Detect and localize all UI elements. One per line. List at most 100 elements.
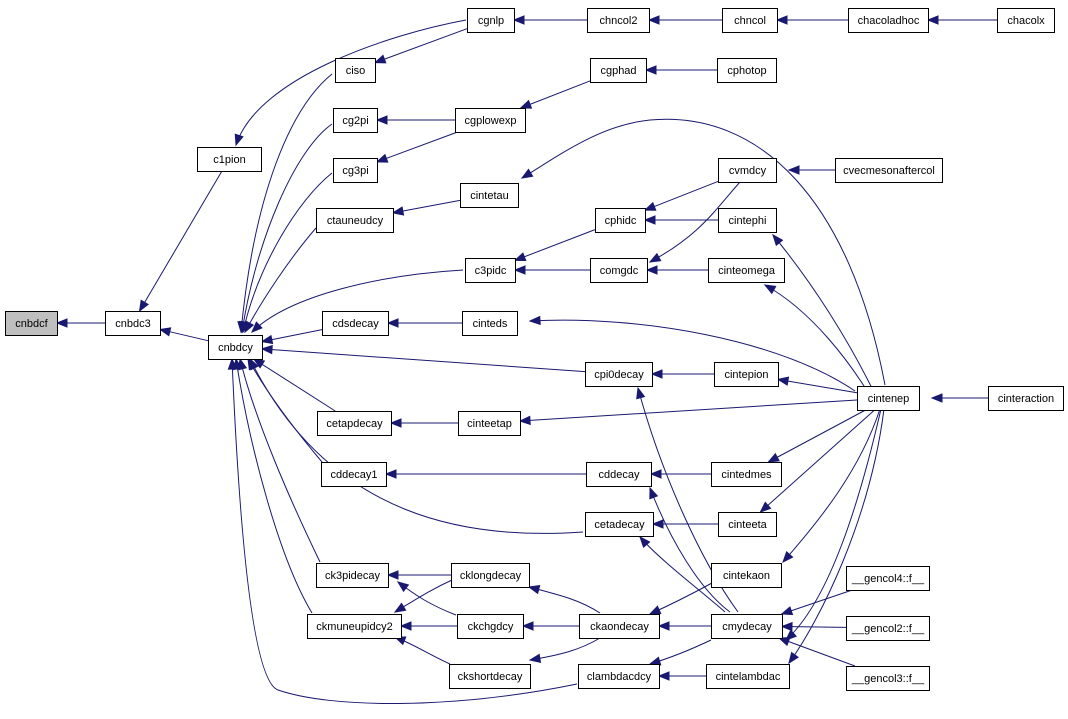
node-gencol3[interactable]: __gencol3::f__ bbox=[846, 666, 930, 691]
node-cnbdcf[interactable]: cnbdcf bbox=[5, 311, 58, 336]
node-ciso[interactable]: ciso bbox=[335, 58, 376, 83]
node-cg3pi[interactable]: cg3pi bbox=[333, 158, 378, 183]
node-ctauneudcy[interactable]: ctauneudcy bbox=[316, 208, 394, 233]
node-box[interactable] bbox=[449, 664, 531, 689]
node-cdsdecay[interactable]: cdsdecay bbox=[322, 311, 389, 336]
node-box[interactable] bbox=[455, 108, 526, 133]
node-box[interactable] bbox=[706, 664, 790, 689]
node-box[interactable] bbox=[714, 362, 779, 387]
node-box[interactable] bbox=[585, 362, 653, 387]
node-box[interactable] bbox=[458, 411, 521, 436]
node-box[interactable] bbox=[208, 335, 263, 360]
node-box[interactable] bbox=[708, 258, 785, 283]
node-ckaondecay[interactable]: ckaondecay bbox=[579, 614, 660, 639]
node-cgnlp[interactable]: cgnlp bbox=[467, 8, 515, 33]
node-box[interactable] bbox=[333, 108, 378, 133]
node-ckchgdcy[interactable]: ckchgdcy bbox=[457, 614, 524, 639]
node-box[interactable] bbox=[197, 147, 262, 172]
node-cg2pi[interactable]: cg2pi bbox=[333, 108, 378, 133]
node-box[interactable] bbox=[585, 512, 654, 537]
node-chacolx[interactable]: chacolx bbox=[997, 8, 1055, 33]
node-cddecay[interactable]: cddecay bbox=[586, 462, 652, 487]
node-cnbdc3[interactable]: cnbdc3 bbox=[105, 311, 161, 336]
node-cpi0decay[interactable]: cpi0decay bbox=[585, 362, 653, 387]
node-cintedmes[interactable]: cintedmes bbox=[711, 462, 782, 487]
node-box[interactable] bbox=[846, 666, 930, 691]
node-cddecay1[interactable]: cddecay1 bbox=[321, 462, 387, 487]
node-box[interactable] bbox=[586, 462, 652, 487]
node-c3pidc[interactable]: c3pidc bbox=[465, 258, 516, 283]
node-box[interactable] bbox=[316, 208, 394, 233]
node-box[interactable] bbox=[718, 208, 777, 233]
node-box[interactable] bbox=[322, 311, 389, 336]
node-chncol[interactable]: chncol bbox=[722, 8, 778, 33]
node-box[interactable] bbox=[718, 512, 777, 537]
node-cgphad[interactable]: cgphad bbox=[590, 58, 647, 83]
node-box[interactable] bbox=[316, 563, 389, 588]
node-cintenep[interactable]: cintenep bbox=[857, 386, 920, 411]
node-box[interactable] bbox=[587, 8, 650, 33]
node-box[interactable] bbox=[711, 462, 782, 487]
node-cetadecay[interactable]: cetadecay bbox=[585, 512, 654, 537]
node-c1pion[interactable]: c1pion bbox=[197, 147, 262, 172]
node-box[interactable] bbox=[457, 614, 524, 639]
node-cintekaon[interactable]: cintekaon bbox=[711, 563, 782, 588]
node-box[interactable] bbox=[595, 208, 646, 233]
node-box[interactable] bbox=[307, 614, 402, 639]
node-box[interactable] bbox=[105, 311, 161, 336]
node-cvecmesonaftercol[interactable]: cvecmesonaftercol bbox=[835, 158, 943, 183]
node-cintelambdac[interactable]: cintelambdac bbox=[706, 664, 790, 689]
node-box[interactable] bbox=[711, 563, 782, 588]
node-cinteeta[interactable]: cinteeta bbox=[718, 512, 777, 537]
node-box[interactable] bbox=[718, 158, 777, 183]
node-gencol4[interactable]: __gencol4::f__ bbox=[846, 566, 930, 591]
node-comgdc[interactable]: comgdc bbox=[590, 258, 648, 283]
node-cintetau[interactable]: cintetau bbox=[460, 183, 519, 208]
node-cphotop[interactable]: cphotop bbox=[717, 58, 777, 83]
node-box[interactable] bbox=[5, 311, 58, 336]
node-cklongdecay[interactable]: cklongdecay bbox=[451, 563, 530, 588]
node-box[interactable] bbox=[451, 563, 530, 588]
node-chncol2[interactable]: chncol2 bbox=[587, 8, 650, 33]
node-box[interactable] bbox=[846, 566, 930, 591]
node-box[interactable] bbox=[317, 411, 392, 436]
node-box[interactable] bbox=[988, 386, 1064, 411]
node-box[interactable] bbox=[835, 158, 943, 183]
node-chacoladhoc[interactable]: chacoladhoc bbox=[848, 8, 929, 33]
node-cphidc[interactable]: cphidc bbox=[595, 208, 646, 233]
node-clambdacdcy[interactable]: clambdacdcy bbox=[578, 664, 660, 689]
node-box[interactable] bbox=[462, 311, 518, 336]
node-ckmuneupidcy2[interactable]: ckmuneupidcy2 bbox=[307, 614, 402, 639]
node-cinteomega[interactable]: cinteomega bbox=[708, 258, 785, 283]
node-cinteds[interactable]: cinteds bbox=[462, 311, 518, 336]
node-box[interactable] bbox=[857, 386, 920, 411]
node-box[interactable] bbox=[997, 8, 1055, 33]
node-box[interactable] bbox=[467, 8, 515, 33]
node-box[interactable] bbox=[321, 462, 387, 487]
node-gencol2[interactable]: __gencol2::f__ bbox=[846, 616, 930, 641]
node-box[interactable] bbox=[846, 616, 930, 641]
node-box[interactable] bbox=[335, 58, 376, 83]
node-box[interactable] bbox=[717, 58, 777, 83]
node-box[interactable] bbox=[333, 158, 378, 183]
node-box[interactable] bbox=[460, 183, 519, 208]
node-ckshortdecay[interactable]: ckshortdecay bbox=[449, 664, 531, 689]
node-box[interactable] bbox=[848, 8, 929, 33]
node-box[interactable] bbox=[722, 8, 778, 33]
node-box[interactable] bbox=[711, 614, 783, 639]
node-box[interactable] bbox=[579, 614, 660, 639]
node-box[interactable] bbox=[578, 664, 660, 689]
node-box[interactable] bbox=[590, 58, 647, 83]
node-box[interactable] bbox=[465, 258, 516, 283]
node-cgplowexp[interactable]: cgplowexp bbox=[455, 108, 526, 133]
node-cvmdcy[interactable]: cvmdcy bbox=[718, 158, 777, 183]
node-cintepion[interactable]: cintepion bbox=[714, 362, 779, 387]
node-cetapdecay[interactable]: cetapdecay bbox=[317, 411, 392, 436]
node-ck3pidecay[interactable]: ck3pidecay bbox=[316, 563, 389, 588]
node-cnbdcy[interactable]: cnbdcy bbox=[208, 335, 263, 360]
node-cmydecay[interactable]: cmydecay bbox=[711, 614, 783, 639]
node-cinteraction[interactable]: cinteraction bbox=[988, 386, 1064, 411]
node-cinteetap[interactable]: cinteetap bbox=[458, 411, 521, 436]
node-box[interactable] bbox=[590, 258, 648, 283]
node-cintephi[interactable]: cintephi bbox=[718, 208, 777, 233]
